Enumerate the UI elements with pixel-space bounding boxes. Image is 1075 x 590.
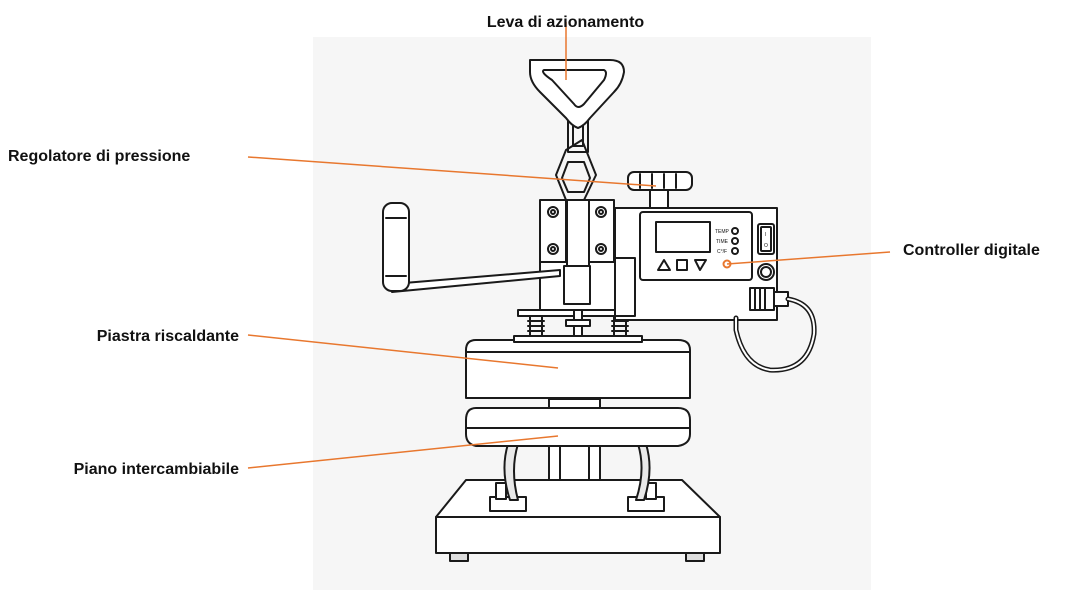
base-top bbox=[435, 479, 721, 518]
leader-line-heat-plate bbox=[247, 334, 559, 369]
up-arrow-button-icon bbox=[657, 259, 671, 271]
side-lever-grip bbox=[382, 202, 410, 292]
label-pressure: Regolatore di pressione bbox=[8, 148, 191, 165]
temp-led-label: TEMP bbox=[715, 229, 730, 235]
power-switch-off-label: O bbox=[764, 243, 768, 249]
unit-led-label: C°/F bbox=[717, 249, 727, 255]
bolt-icon bbox=[550, 246, 556, 252]
bolt-icon bbox=[550, 209, 556, 215]
clamp-knob-left bbox=[495, 482, 507, 500]
unit-led-icon bbox=[731, 247, 739, 255]
center-nut bbox=[565, 319, 591, 327]
pressure-knob-stem bbox=[649, 189, 669, 209]
leader-line-controller bbox=[726, 251, 891, 265]
leader-line-platen bbox=[247, 435, 559, 469]
cable-connector bbox=[749, 287, 775, 311]
time-led-label: TIME bbox=[716, 239, 729, 245]
base-foot-left bbox=[449, 552, 469, 562]
leg-left bbox=[503, 443, 519, 501]
leader-line-pressure bbox=[247, 156, 657, 187]
pressure-knob bbox=[627, 171, 693, 191]
leader-lines bbox=[247, 22, 891, 469]
heat-press-machine bbox=[382, 59, 817, 562]
down-arrow-button-icon bbox=[694, 259, 707, 271]
base-foot-right bbox=[685, 552, 705, 562]
set-button-icon bbox=[676, 259, 688, 271]
linkage-sleeve bbox=[563, 265, 591, 305]
power-switch-on-label: I bbox=[765, 232, 766, 238]
label-platen: Piano intercambiabile bbox=[73, 461, 239, 478]
side-housing bbox=[614, 257, 636, 317]
time-led-icon bbox=[731, 237, 739, 245]
heat-plate bbox=[465, 339, 691, 399]
label-controller: Controller digitale bbox=[903, 242, 1040, 259]
label-lever: Leva di azionamento bbox=[486, 14, 645, 31]
temp-led-icon bbox=[731, 227, 739, 235]
base-front bbox=[435, 516, 721, 554]
controller-display bbox=[655, 221, 711, 253]
spring-left bbox=[527, 315, 545, 337]
leg-right bbox=[635, 443, 651, 501]
bolt-icon bbox=[598, 209, 604, 215]
bolt-icon bbox=[598, 246, 604, 252]
label-heat-plate: Piastra riscaldante bbox=[96, 328, 239, 345]
